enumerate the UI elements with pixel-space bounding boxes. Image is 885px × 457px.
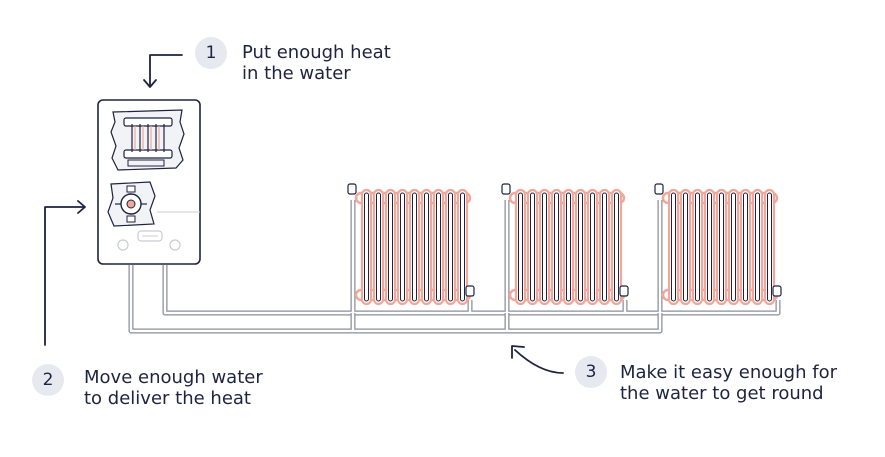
step-3-label: Make it easy enough for the water to get… — [620, 362, 837, 404]
step-1-line-1: Put enough heat — [242, 42, 391, 63]
arrow-1-icon — [149, 54, 183, 87]
step-1-badge: 1 — [195, 37, 227, 69]
step-1-number: 1 — [205, 43, 217, 63]
return-pipe-inner — [129, 265, 662, 333]
step-3-number: 3 — [585, 362, 597, 382]
valve-icon — [347, 183, 357, 195]
radiator-icon — [501, 183, 629, 306]
step-3-line-1: Make it easy enough for — [620, 362, 837, 383]
step-2-label: Move enough water to deliver the heat — [84, 367, 263, 409]
step-1-line-2: in the water — [242, 63, 351, 84]
radiator-icon — [654, 183, 782, 306]
radiators — [347, 183, 782, 306]
flow-pipe-inner — [163, 200, 780, 315]
step-3-line-2: the water to get round — [620, 383, 824, 404]
valve-icon — [654, 183, 664, 195]
radiator-icon — [347, 183, 475, 306]
lockshield-valve-icon — [465, 285, 475, 297]
arrow-3-icon — [514, 349, 564, 374]
valve-icon — [501, 183, 511, 195]
step-2-badge: 2 — [32, 364, 64, 396]
lockshield-valve-icon — [619, 285, 629, 297]
step-2-number: 2 — [42, 370, 54, 390]
heat-exchanger-icon — [110, 109, 185, 171]
step-3-badge: 3 — [575, 356, 607, 388]
arrow-2-icon — [44, 206, 85, 346]
step-2-line-1: Move enough water — [84, 367, 263, 388]
lockshield-valve-icon — [772, 285, 782, 297]
pump-icon — [107, 181, 156, 227]
arrow-icon — [44, 54, 564, 374]
step-2-line-2: to deliver the heat — [84, 388, 251, 409]
step-1-label: Put enough heat in the water — [242, 42, 391, 84]
